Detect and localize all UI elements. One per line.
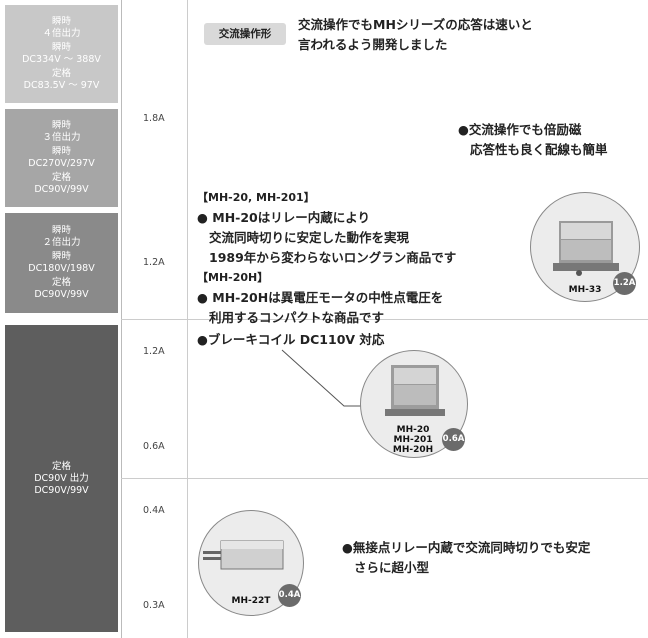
mh33-model-label: MH-33: [568, 285, 602, 295]
current-value: 1.2A: [143, 257, 165, 268]
mh20h-model: MH-20H: [392, 445, 434, 455]
mh201-model: MH-201: [393, 435, 433, 445]
top-line: 言われるよう開発しました: [298, 37, 448, 52]
mh22t-line: さらに超小型: [354, 560, 430, 575]
spec-cell-2x: 瞬時 ２倍出力 瞬時 DC180V/198V 定格 DC90V/99V: [5, 213, 118, 313]
current-value: 0.3A: [143, 600, 165, 611]
row-divider: [121, 319, 648, 320]
mh20-model-labels: MH-20 MH-201 MH-20H: [388, 425, 438, 455]
mh20h-line: 利用するコンパクトな商品です: [209, 310, 385, 325]
current-value: 1.8A: [143, 113, 165, 124]
mh22t-model-label: MH-22T: [231, 596, 271, 606]
mh20-device-drawing: [385, 365, 445, 416]
top-line: 交流操作でもMHシリーズの応答は速いと: [298, 17, 533, 32]
mh33-note-line: 応答性も良く配線も簡単: [470, 142, 608, 157]
mh20-line: ● MH-20はリレー内蔵により: [197, 210, 370, 225]
current-value: 0.4A: [143, 505, 165, 516]
spec-label: 定格: [51, 460, 71, 472]
current-value: 0.6A: [143, 441, 165, 452]
spec-range: DC90V/99V: [34, 289, 89, 300]
ac-operation-tag: 交流操作形: [204, 23, 286, 45]
mh20-model: MH-20: [396, 425, 430, 435]
mh20-current-badge: 0.6A: [442, 428, 465, 451]
spec-range: DC83.5V ～ 97V: [23, 80, 100, 91]
spec-cell-rated: 定格 DC90V 出力 DC90V/99V: [5, 325, 118, 632]
current-value: 1.2A: [143, 346, 165, 357]
mh20-section: 【MH-20, MH-201】 ● MH-20はリレー内蔵により 交流同時切りに…: [197, 188, 456, 268]
spec-output: ３倍出力: [42, 132, 81, 143]
spec-label: 瞬時: [51, 42, 71, 53]
mh33-device-drawing: [553, 221, 619, 276]
mh20h-section: 【MH-20H】 ● MH-20Hは異電圧モータの中性点電圧を 利用するコンパク…: [197, 268, 443, 328]
spec-range: DC90V/99V: [34, 184, 89, 195]
spec-label: 定格: [51, 172, 71, 183]
spec-label: 定格: [51, 68, 71, 79]
spec-label: 定格: [51, 277, 71, 288]
mh33-note-line: ●交流操作でも倍励磁: [458, 122, 582, 137]
row-divider: [121, 478, 648, 479]
mh20h-heading: 【MH-20H】: [197, 271, 269, 284]
spec-label: 瞬時: [51, 16, 71, 27]
mh20-line: 交流同時切りに安定した動作を実現: [209, 230, 410, 245]
mh20h-line: ● MH-20Hは異電圧モータの中性点電圧を: [197, 290, 444, 305]
mh22t-note: ●無接点リレー内蔵で交流同時切りでも安定 さらに超小型: [342, 538, 590, 578]
spec-range: DC334V ～ 388V: [22, 54, 101, 65]
mh22t-device-drawing: [203, 540, 284, 570]
spec-output: ２倍出力: [42, 237, 81, 248]
spec-cell-4x: 瞬時 ４倍出力 瞬時 DC334V ～ 388V 定格 DC83.5V ～ 97…: [5, 5, 118, 103]
spec-range: DC90V/99V: [34, 484, 89, 496]
mh33-note: ●交流操作でも倍励磁 応答性も良く配線も簡単: [458, 120, 608, 160]
spec-label: 瞬時: [51, 251, 71, 262]
mh33-product-image: [530, 192, 640, 302]
mh22t-current-badge: 0.4A: [278, 584, 301, 607]
mh20-heading: 【MH-20, MH-201】: [197, 191, 315, 204]
top-description: 交流操作でもMHシリーズの応答は速いと 言われるよう開発しました: [298, 15, 533, 55]
spec-label: 瞬時: [51, 120, 71, 131]
spec-cell-3x: 瞬時 ３倍出力 瞬時 DC270V/297V 定格 DC90V/99V: [5, 109, 118, 207]
spec-label: 瞬時: [51, 225, 71, 236]
spec-range: DC180V/198V: [28, 263, 95, 274]
mh20-line: 1989年から変わらないロングラン商品です: [209, 250, 457, 265]
mh22t-line: ●無接点リレー内蔵で交流同時切りでも安定: [342, 540, 591, 555]
spec-range: DC270V/297V: [28, 158, 95, 169]
spec-output: DC90V 出力: [34, 472, 89, 484]
brake-coil-note: ●ブレーキコイル DC110V 対応: [197, 332, 385, 347]
spec-output: ４倍出力: [42, 28, 81, 39]
mh33-current-badge: 1.2A: [613, 272, 636, 295]
spec-label: 瞬時: [51, 146, 71, 157]
